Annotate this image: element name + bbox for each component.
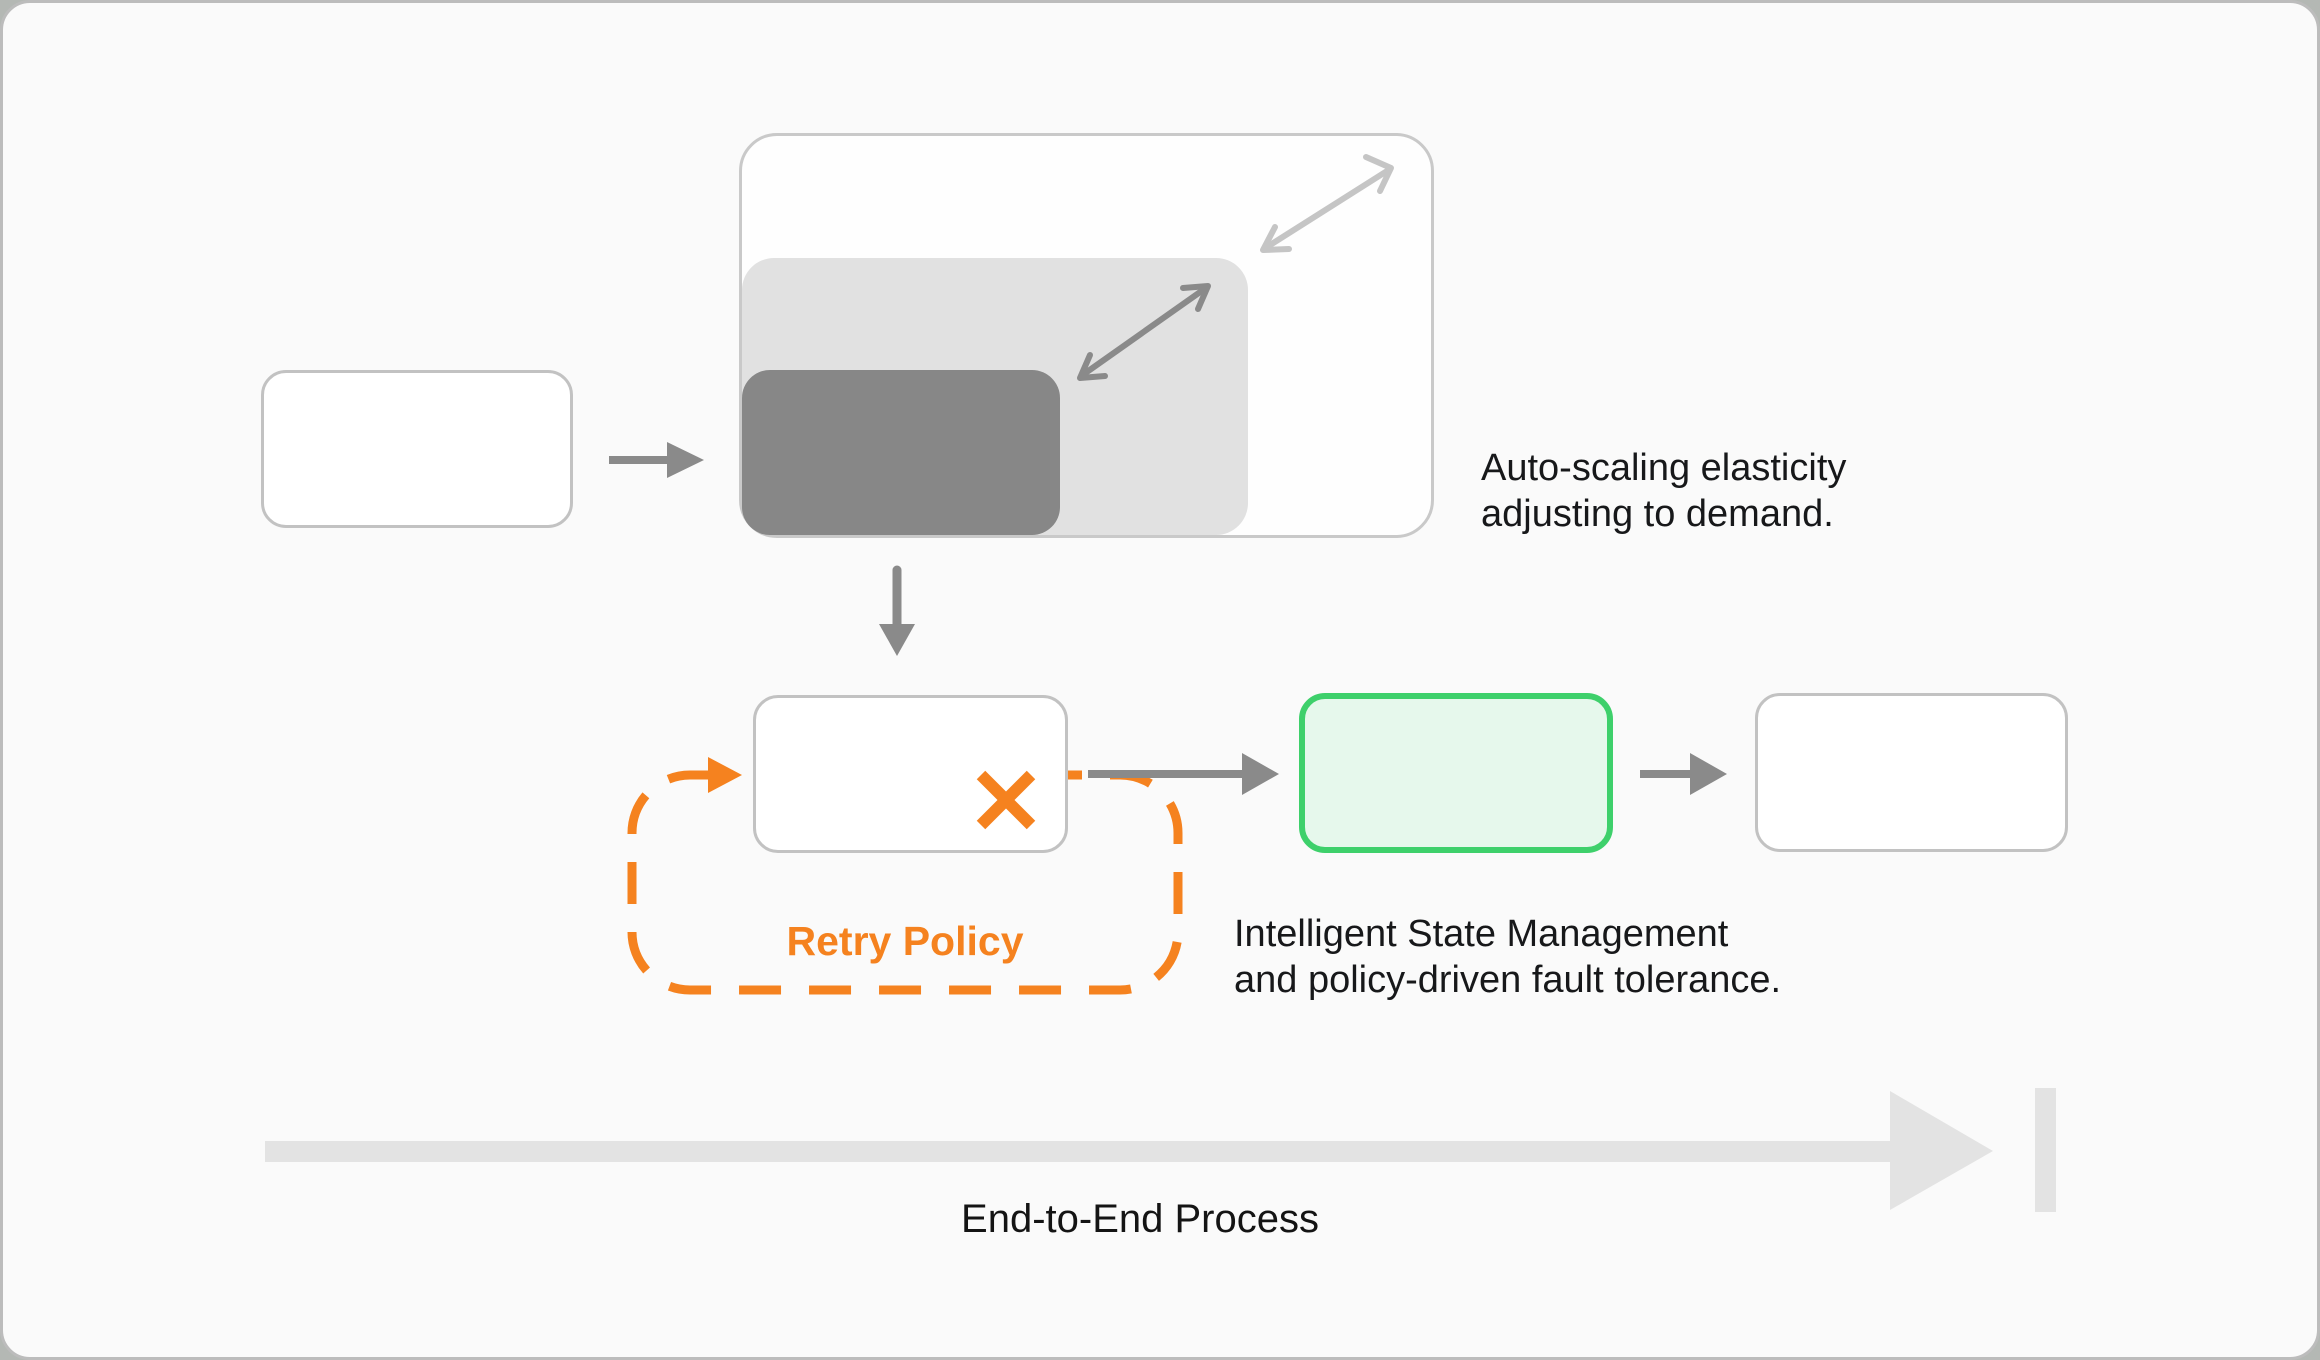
auto-scaling-container xyxy=(739,133,1434,538)
scaled-tier-medium xyxy=(742,258,1248,535)
output-node xyxy=(1755,693,2068,852)
background-connector-layer xyxy=(265,757,2056,1212)
failure-x-icon xyxy=(976,770,1036,830)
retry-loop-dashed-path xyxy=(627,757,1183,995)
flow-arrow-mid-icon xyxy=(1088,753,1279,795)
foreground-connector-layer xyxy=(609,154,1727,830)
process-arrowhead-icon xyxy=(1890,1091,1993,1210)
failing-task-node xyxy=(753,695,1068,853)
auto-scaling-caption-line2: adjusting to demand. xyxy=(1481,493,1834,535)
scale-diagonal-arrow-light-icon xyxy=(1260,154,1394,253)
retry-loop-arrowhead-icon xyxy=(708,757,742,793)
input-node xyxy=(261,370,573,528)
flow-arrow-input-icon xyxy=(609,442,704,478)
auto-scaling-caption: Auto-scaling elasticity adjusting to dem… xyxy=(1481,445,1846,537)
state-management-caption-line2: and policy-driven fault tolerance. xyxy=(1234,959,1782,1001)
process-end-bar xyxy=(2035,1088,2056,1212)
state-management-caption-line1: Intelligent State Management xyxy=(1234,913,1729,955)
flow-arrow-out-icon xyxy=(1640,753,1727,795)
state-management-caption: Intelligent State Management and policy-… xyxy=(1234,911,1781,1003)
auto-scaling-caption-line1: Auto-scaling elasticity xyxy=(1481,447,1847,489)
process-timeline-arrow xyxy=(265,1088,2056,1212)
process-label: End-to-End Process xyxy=(961,1197,1319,1241)
recovered-task-node xyxy=(1299,693,1613,853)
scale-diagonal-arrow-dark-icon xyxy=(1077,283,1211,381)
retry-policy-label: Retry Policy xyxy=(786,918,1024,964)
flow-arrow-down-icon xyxy=(879,565,915,656)
scaled-tier-dark xyxy=(742,370,1060,535)
